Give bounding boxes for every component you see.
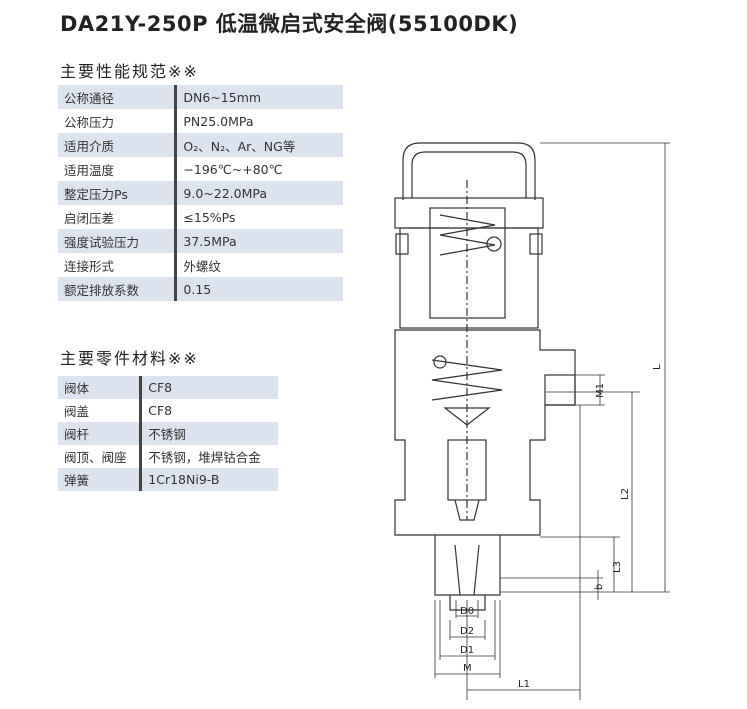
table-row: 启闭压差 ≤15%Ps (58, 205, 343, 229)
row-value: O₂、N₂、Ar、NG等 (175, 133, 343, 157)
row-value: CF8 (140, 376, 278, 399)
specs-heading: 主要性能规范※※ (60, 62, 199, 81)
row-label: 连接形式 (58, 253, 178, 277)
row-value: DN6~15mm (175, 85, 343, 109)
row-value: ≤15%Ps (183, 209, 236, 225)
dim-D2: D2 (460, 626, 474, 637)
row-value: 1Cr18Ni9-B (140, 468, 278, 491)
table-row: 适用温度 −196℃~+80℃ (58, 157, 343, 181)
row-label: 阀体 (58, 376, 143, 399)
row-value: 9.0~22.0MPa (175, 181, 343, 205)
dim-b: b (594, 584, 605, 590)
row-label: 阀顶、阀座 (58, 445, 143, 468)
dim-L3: L3 (612, 561, 623, 573)
dim-L2: L2 (620, 488, 631, 500)
row-label: 阀盖 (58, 399, 143, 422)
materials-heading: 主要零件材料※※ (60, 349, 199, 368)
row-value: −196℃~+80℃ (183, 161, 283, 177)
row-value: PN25.0MPa (183, 113, 254, 129)
row-label: 额定排放系数 (58, 277, 178, 301)
page-title: DA21Y-250P 低温微启式安全阀(55100DK) (60, 12, 519, 36)
row-value: 不锈钢 (140, 422, 278, 445)
table-row: 阀盖 CF8 (58, 399, 278, 422)
dim-L1: L1 (518, 679, 530, 690)
dim-D0: D0 (460, 606, 474, 617)
row-label: 弹簧 (58, 468, 143, 491)
row-label: 适用温度 (58, 157, 178, 181)
row-value: 不锈钢，堆焊钴合金 (148, 450, 261, 465)
dim-D1: D1 (460, 645, 474, 656)
row-label: 整定压力Ps (58, 181, 178, 205)
row-value: 0.15 (175, 277, 343, 301)
row-value: 37.5MPa (175, 229, 343, 253)
table-row: 连接形式外螺纹 (58, 253, 343, 277)
dim-M: M (463, 663, 472, 674)
row-label: 强度试验压力 (58, 229, 178, 253)
row-value: CF8 (148, 403, 173, 418)
row-label: 阀杆 (58, 422, 143, 445)
row-label: 公称压力 (58, 109, 178, 133)
dim-L: L (652, 364, 663, 370)
table-row: 阀顶、阀座不锈钢，堆焊钴合金 (58, 445, 278, 468)
row-label: 适用介质 (58, 133, 178, 157)
table-row: 阀杆不锈钢 (58, 422, 278, 445)
row-label: 公称通径 (58, 85, 178, 109)
table-row: 公称压力 PN25.0MPa (58, 109, 343, 133)
row-value: 外螺纹 (183, 258, 221, 274)
dim-M1: M1 (595, 383, 606, 398)
row-label: 启闭压差 (58, 205, 178, 229)
